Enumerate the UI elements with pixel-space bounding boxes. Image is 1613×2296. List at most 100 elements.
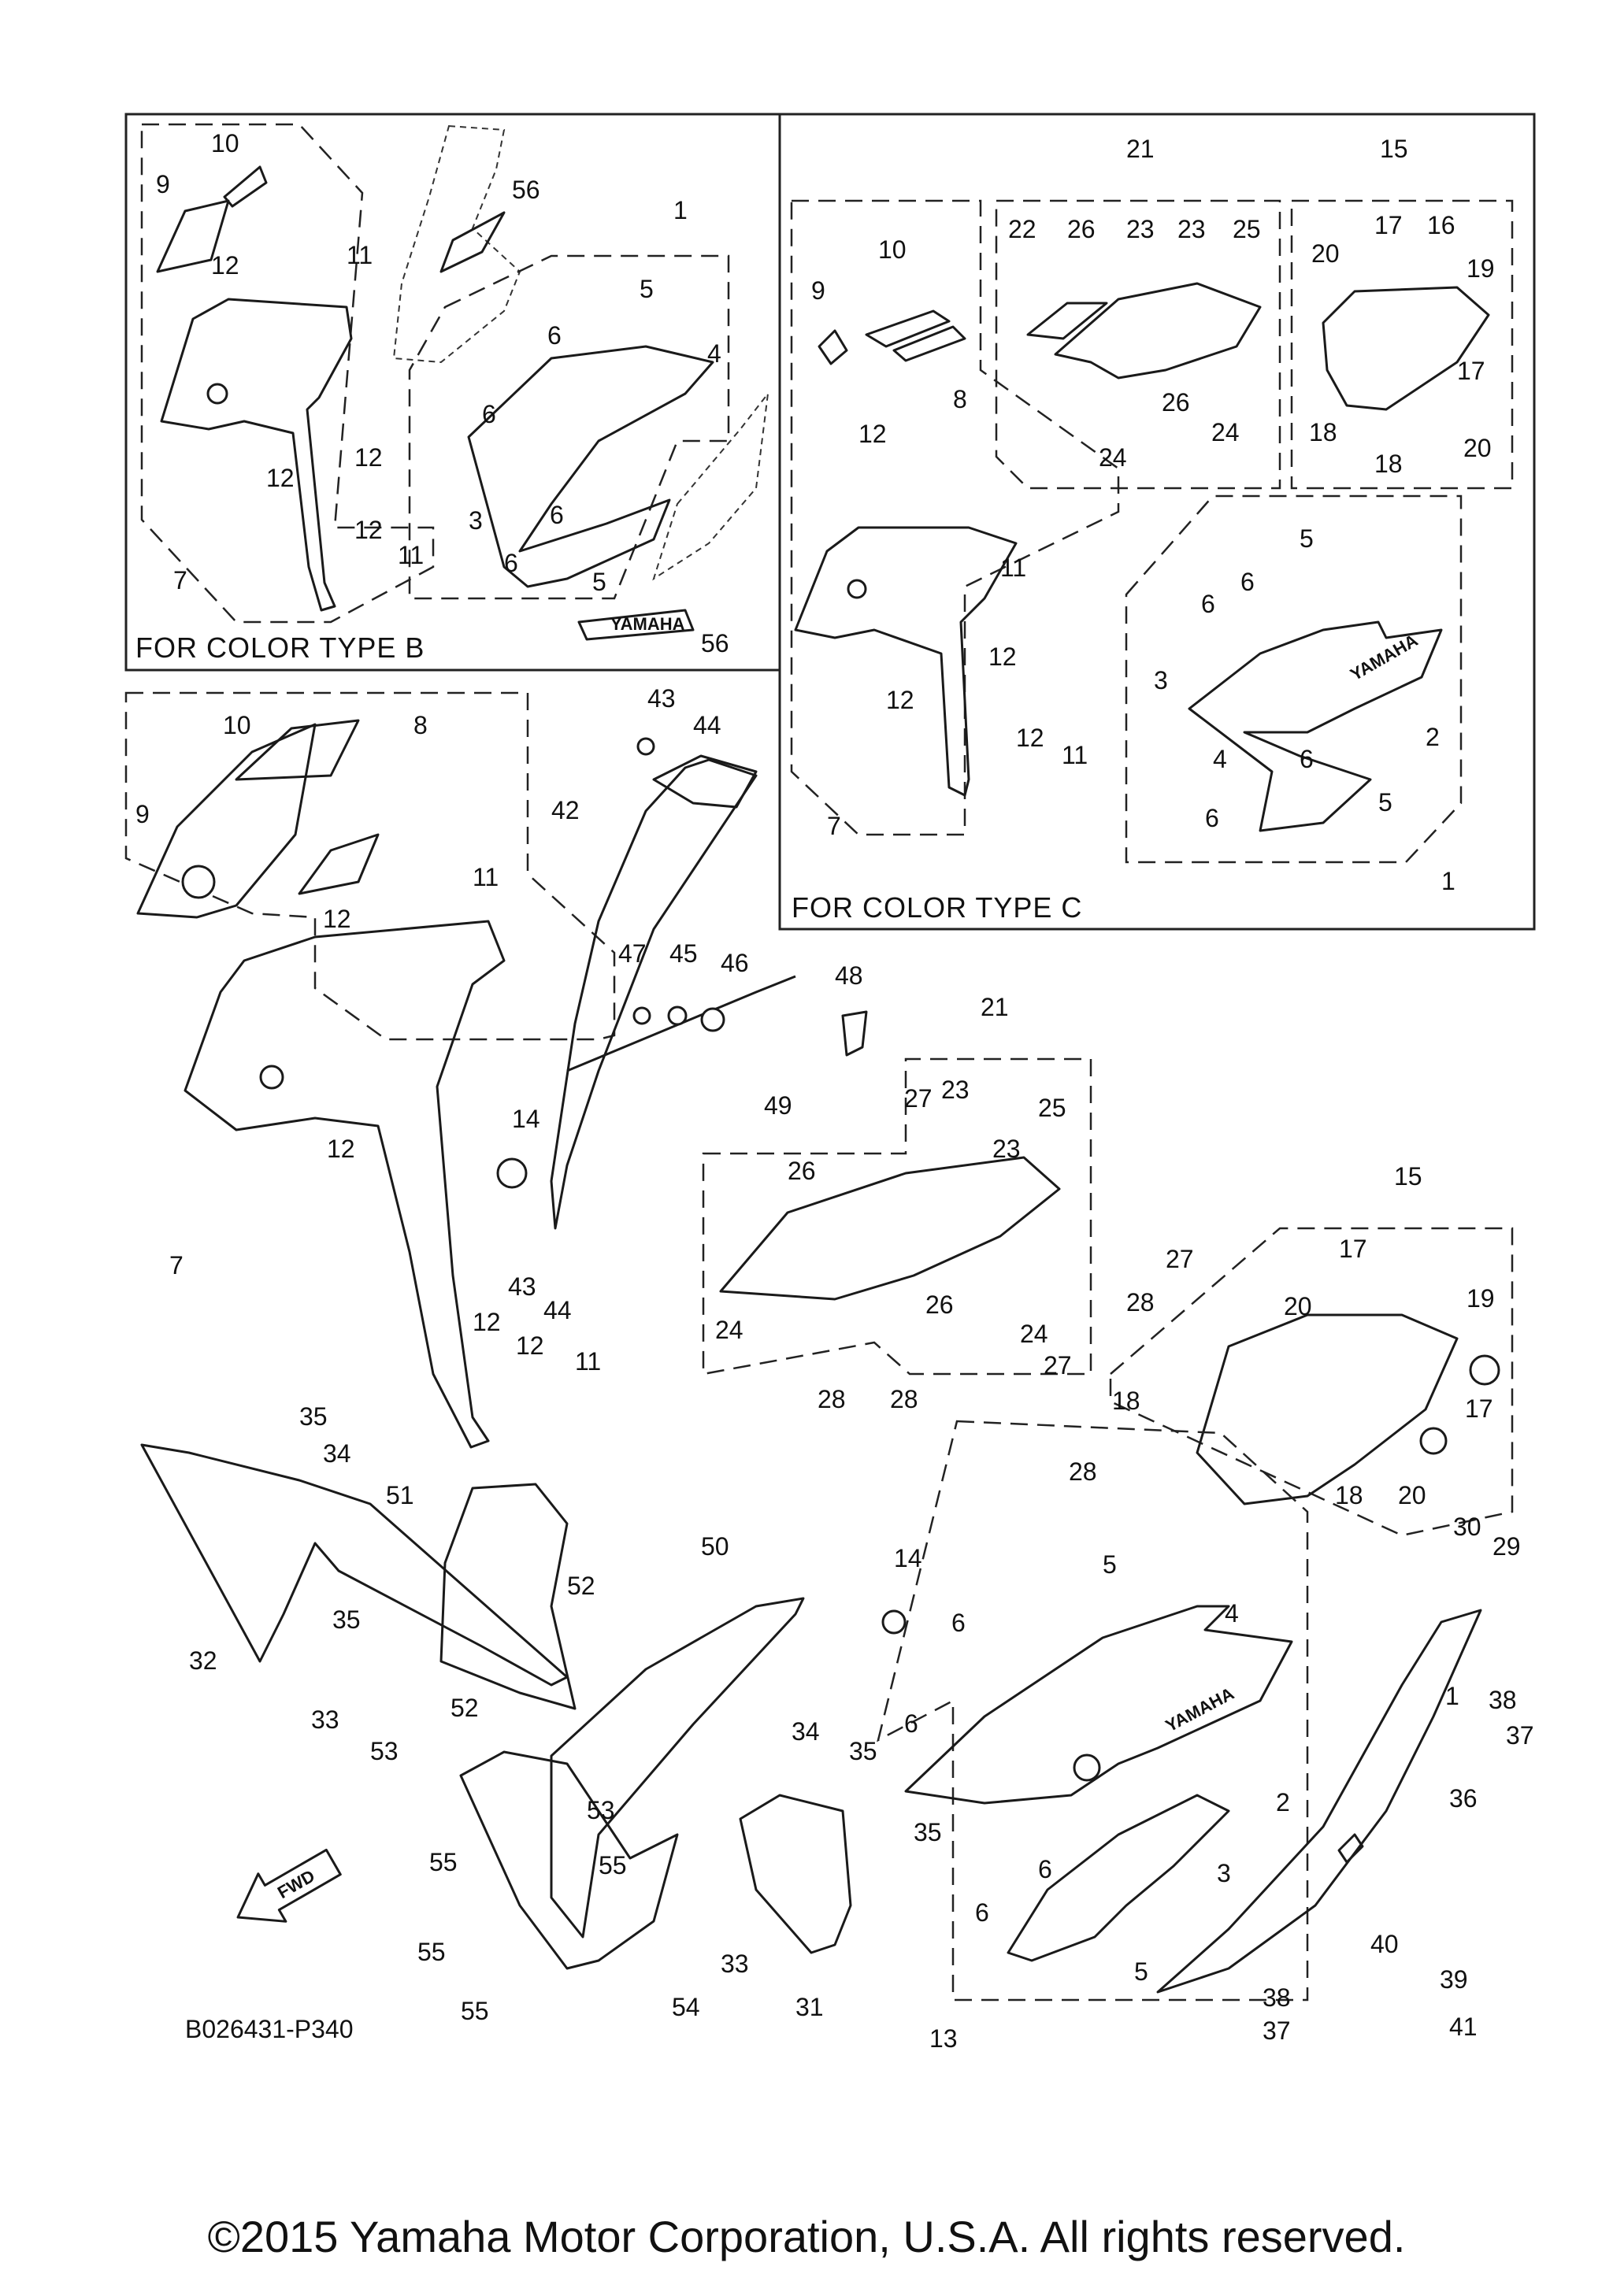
svg-text:FWD: FWD (274, 1866, 318, 1903)
callout-c-10: 10 (878, 235, 907, 264)
side-cowl-b (467, 345, 714, 588)
callout-m-48: 48 (835, 961, 863, 990)
callout-m-27c: 27 (1166, 1245, 1194, 1273)
callout-m-23a: 23 (941, 1076, 970, 1104)
callout-m-35b: 35 (332, 1605, 361, 1634)
callout-m-1: 1 (1445, 1682, 1459, 1710)
color-type-b-label: FOR COLOR TYPE B (135, 631, 425, 664)
callout-m-28b: 28 (890, 1385, 918, 1413)
callout-c-5b: 5 (1378, 788, 1392, 817)
callout-m-37a: 37 (1506, 1721, 1534, 1750)
under-panel-50 (550, 1597, 805, 1939)
callout-m-5a: 5 (1103, 1550, 1117, 1579)
callout-m-27b: 27 (1044, 1351, 1072, 1379)
callout-m-55d: 55 (461, 1997, 489, 2025)
callout-m-46: 46 (721, 949, 749, 977)
callout-m-45: 45 (669, 939, 698, 968)
side-cowl-lower-main (1007, 1794, 1230, 1962)
air-duct-left (719, 1156, 1061, 1301)
callout-m-25: 25 (1038, 1094, 1066, 1122)
air-duct-right (1196, 1313, 1459, 1505)
callout-b-1: 1 (673, 196, 688, 224)
duct-left-c (1054, 282, 1262, 380)
callout-m-36: 36 (1449, 1784, 1478, 1813)
decal-22-c (1026, 302, 1108, 340)
callout-m-8: 8 (413, 711, 428, 739)
callout-b-6d: 6 (504, 549, 518, 577)
callout-c-12c: 12 (988, 643, 1017, 671)
color-type-c-frame (778, 113, 1536, 931)
callout-m-26b: 26 (925, 1291, 954, 1319)
grommet-20 (1419, 1427, 1448, 1455)
callout-m-11a: 11 (473, 863, 499, 891)
lower-panel-54 (459, 1750, 679, 1970)
callout-m-44a: 44 (693, 711, 721, 739)
callout-b-11a: 11 (347, 241, 373, 269)
callout-m-26a: 26 (788, 1157, 816, 1185)
windscreen-decal-8 (298, 833, 380, 895)
callout-c-22: 22 (1008, 215, 1036, 243)
callout-c-11b: 11 (1062, 741, 1088, 769)
callout-c-18b: 18 (1374, 450, 1403, 478)
callout-c-23b: 23 (1177, 215, 1206, 243)
callout-b-5a: 5 (640, 275, 654, 303)
callout-m-52a: 52 (567, 1572, 595, 1600)
callout-m-29: 29 (1492, 1532, 1521, 1561)
callout-c-17a: 17 (1374, 211, 1403, 239)
callout-b-12d: 12 (354, 516, 383, 544)
side-cowl-36 (1156, 1609, 1482, 1994)
callout-c-24a: 24 (1099, 443, 1127, 472)
callout-m-4: 4 (1225, 1599, 1239, 1628)
callout-m-40: 40 (1370, 1930, 1399, 1958)
callout-m-18b: 18 (1335, 1481, 1363, 1509)
callout-c-9: 9 (811, 276, 825, 305)
callout-m-55a: 55 (429, 1848, 458, 1876)
callout-b-10: 10 (211, 129, 239, 157)
callout-c-20a: 20 (1311, 239, 1340, 268)
windscreen-decal-10 (235, 719, 360, 781)
duct-right-c (1322, 286, 1490, 411)
callout-c-6d: 6 (1205, 804, 1219, 832)
color-type-c-label: FOR COLOR TYPE C (792, 891, 1082, 924)
callout-c-7: 7 (827, 812, 841, 840)
callout-m-6c: 6 (1038, 1855, 1052, 1883)
callout-c-24b: 24 (1211, 418, 1240, 446)
callout-c-3: 3 (1154, 666, 1168, 694)
callout-m-33a: 33 (311, 1705, 339, 1734)
callout-m-12c: 12 (473, 1308, 501, 1336)
callout-m-9: 9 (135, 800, 150, 828)
callout-m-12d: 12 (516, 1331, 544, 1360)
callout-b-4: 4 (707, 339, 721, 368)
callout-m-44b: 44 (543, 1296, 572, 1324)
inner-panel-51 (439, 1483, 577, 1710)
windscreen-decal-9 (136, 723, 317, 919)
callout-c-15: 15 (1380, 135, 1408, 163)
callout-c-20b: 20 (1463, 434, 1492, 462)
callout-m-51: 51 (386, 1481, 414, 1509)
callout-b-6b: 6 (482, 400, 496, 428)
callout-b-12a: 12 (211, 251, 239, 280)
grommet-14-side (881, 1609, 907, 1635)
decal-56-upper-b (439, 211, 506, 273)
under-cowl-32 (140, 1443, 569, 1687)
fwd-arrow: FWD (236, 1848, 342, 1923)
bolt-47 (632, 1006, 651, 1025)
callout-b-56b: 56 (701, 629, 729, 657)
callout-c-23a: 23 (1126, 215, 1155, 243)
callout-b-3: 3 (469, 506, 483, 535)
callout-m-47: 47 (618, 939, 647, 968)
callout-c-11a: 11 (1000, 554, 1026, 582)
callout-c-26a: 26 (1067, 215, 1096, 243)
callout-m-28c: 28 (1126, 1288, 1155, 1316)
callout-m-18a: 18 (1112, 1387, 1140, 1415)
callout-m-17a: 17 (1339, 1235, 1367, 1263)
callout-c-2: 2 (1426, 723, 1440, 751)
callout-m-12a: 12 (323, 905, 351, 933)
callout-m-3: 3 (1217, 1859, 1231, 1887)
callout-m-11b: 11 (575, 1347, 601, 1376)
callout-m-6d: 6 (975, 1898, 989, 1927)
callout-c-1: 1 (1441, 867, 1455, 895)
callout-m-37b: 37 (1263, 2016, 1291, 2045)
callout-m-21: 21 (981, 993, 1009, 1021)
callout-m-6b: 6 (904, 1709, 918, 1738)
